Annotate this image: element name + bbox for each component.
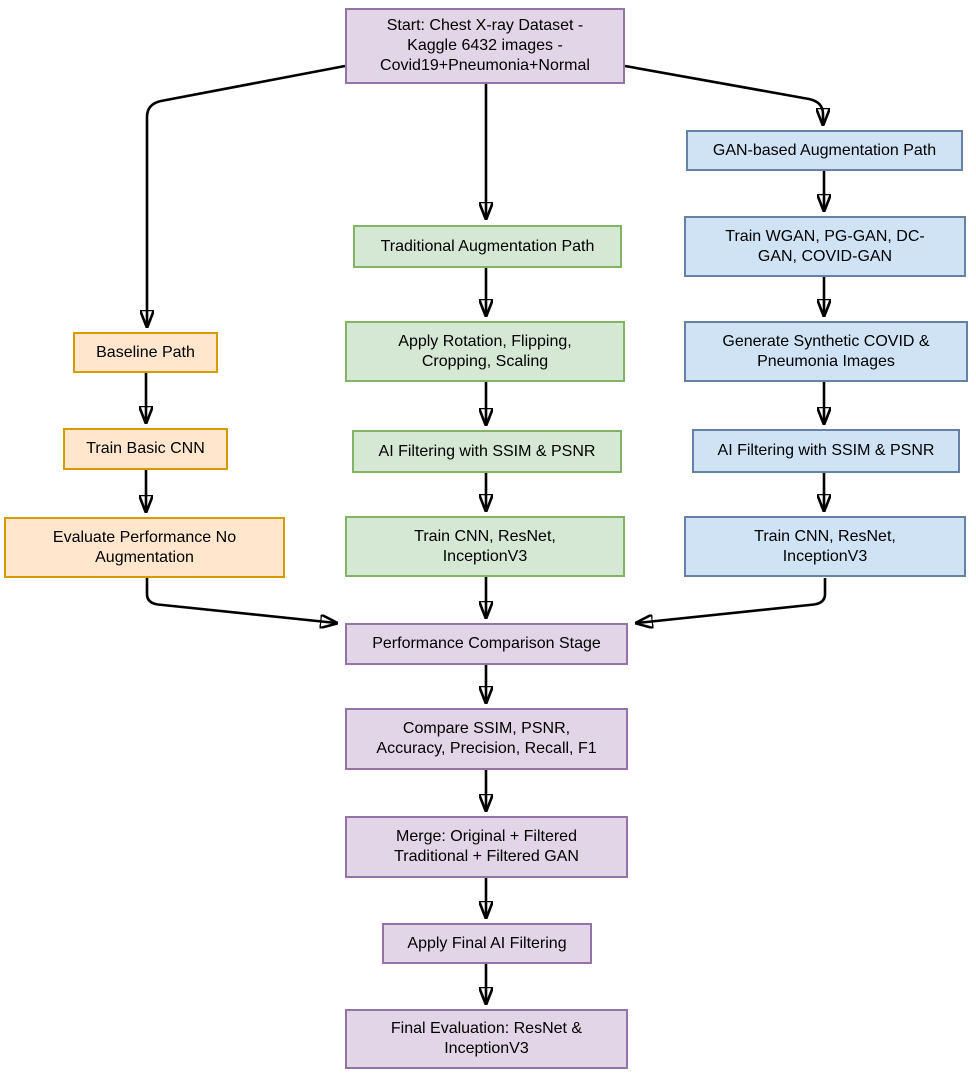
node-train-models-traditional: Train CNN, ResNet, InceptionV3 <box>345 516 625 577</box>
node-train-gans: Train WGAN, PG-GAN, DC- GAN, COVID-GAN <box>684 216 966 277</box>
edge-trainmodelsgan-comparison <box>637 578 827 623</box>
node-merge-datasets: Merge: Original + Filtered Traditional +… <box>345 816 628 878</box>
node-ai-filtering-gan: AI Filtering with SSIM & PSNR <box>692 429 960 473</box>
edge-start-baseline <box>147 64 346 326</box>
node-performance-comparison: Performance Comparison Stage <box>345 623 628 665</box>
node-final-evaluation: Final Evaluation: ResNet & InceptionV3 <box>345 1009 628 1069</box>
node-gan-augmentation-path: GAN-based Augmentation Path <box>686 130 963 171</box>
node-train-basic-cnn: Train Basic CNN <box>63 428 228 470</box>
node-evaluate-no-augmentation: Evaluate Performance No Augmentation <box>4 517 285 578</box>
node-traditional-augmentation-path: Traditional Augmentation Path <box>353 225 622 268</box>
node-train-models-gan: Train CNN, ResNet, InceptionV3 <box>684 516 966 577</box>
node-baseline-path: Baseline Path <box>73 332 218 373</box>
node-ai-filtering-traditional: AI Filtering with SSIM & PSNR <box>352 430 622 473</box>
node-apply-rotation-flipping: Apply Rotation, Flipping, Cropping, Scal… <box>345 321 625 382</box>
node-compare-metrics: Compare SSIM, PSNR, Accuracy, Precision,… <box>345 708 628 770</box>
edge-evaluate-comparison <box>145 578 336 623</box>
node-start: Start: Chest X-ray Dataset - Kaggle 6432… <box>345 8 625 84</box>
node-apply-final-filtering: Apply Final AI Filtering <box>382 923 592 964</box>
node-generate-synthetic-images: Generate Synthetic COVID & Pneumonia Ima… <box>684 321 968 382</box>
edge-start-gan <box>624 64 823 124</box>
